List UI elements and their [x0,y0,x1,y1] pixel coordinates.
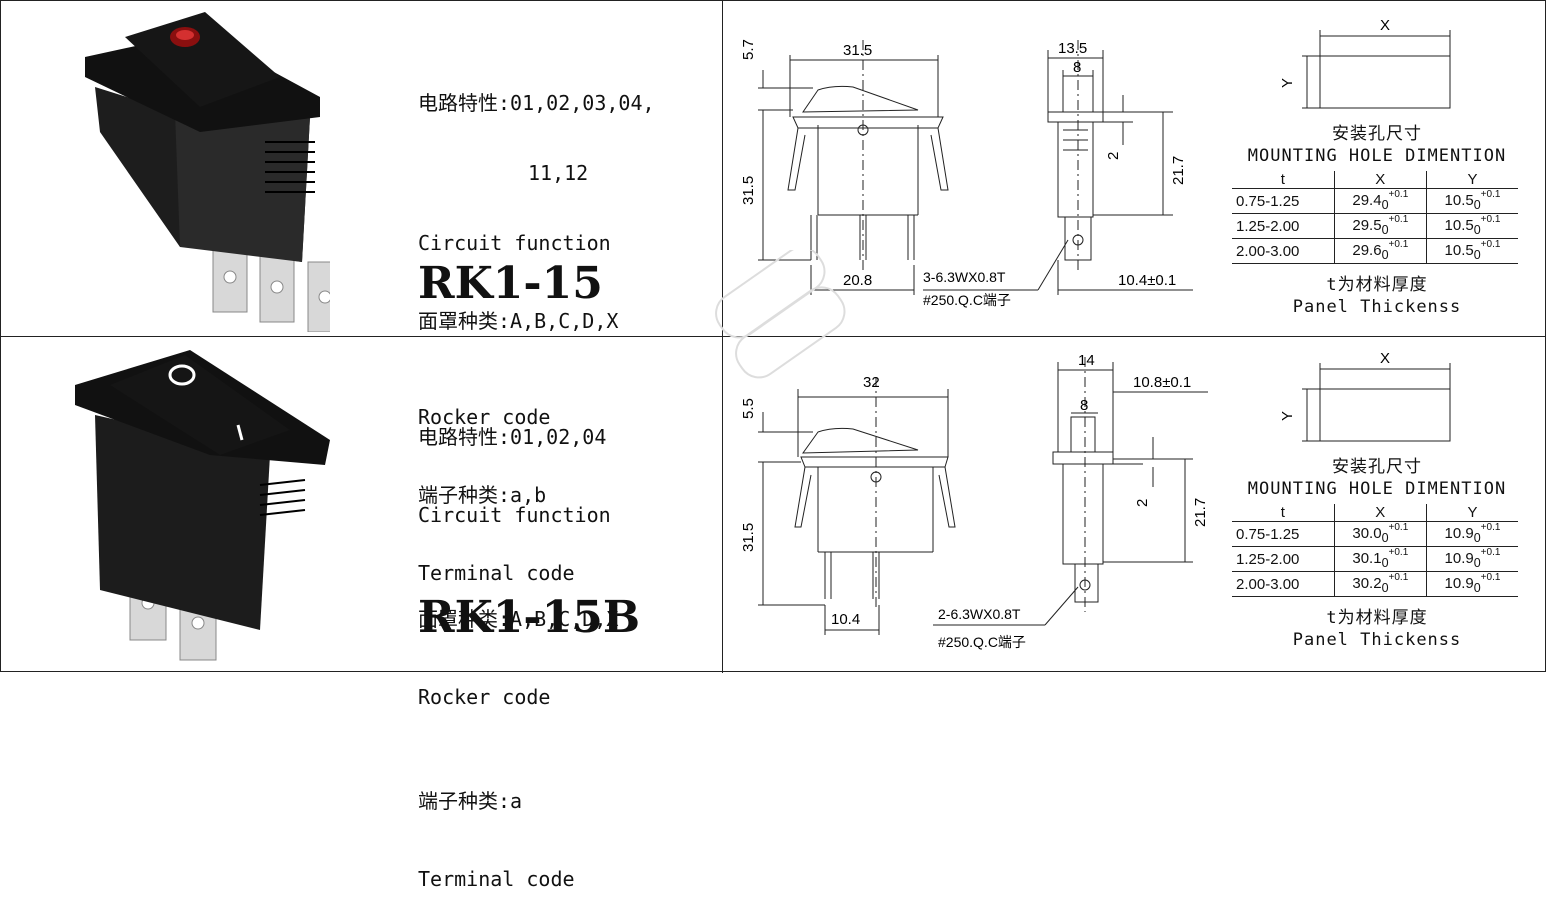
mounting-hole-diagram: X Y [1279,17,1451,109]
dim-top: 5.7 [740,39,757,60]
circuit-label-en: Circuit function [418,503,611,527]
dim-terminal-depth: 10.4±0.1 [1118,272,1176,289]
col-header: Y [1425,171,1518,189]
x-cell: 29.60+0.1 [1333,238,1427,264]
dim-width: 31.5 [843,42,872,59]
thickness-cell: 2.00-3.00 [1232,238,1335,264]
dim-side-inner: 8 [1073,59,1081,76]
circuit-label-continued: 11,12 [528,161,589,185]
hole-x-label: X [1380,350,1390,367]
switch-photo-rk1-15 [85,12,330,332]
x-cell: 30.10+0.1 [1333,546,1427,572]
model-number: RK1-15B [418,592,641,643]
dimension-drawing: 31.5 5.7 31.5 20.8 13.5 8 2 21.7 10.4±0.… [740,39,1193,308]
thickness-note-cn: t为材料厚度 [1326,608,1428,628]
dim-side-height: 21.7 [1170,156,1187,185]
terminal-note-size: 2-6.3WX0.8T [938,606,1021,622]
x-cell: 30.00+0.1 [1333,521,1427,547]
y-cell: 10.90+0.1 [1425,571,1518,597]
y-cell: 10.90+0.1 [1425,546,1518,572]
rocker-label-en: Rocker code [418,405,551,429]
terminal-label: 端子种类:a,b [418,483,547,507]
terminal-label: 端子种类:a [418,789,523,813]
thickness-note-en: Panel Thickenss [1292,630,1462,650]
terminal-label-en: Terminal code [418,867,575,891]
circuit-label-en: Circuit function [418,231,611,255]
rocker-label-en: Rocker code [418,685,551,709]
col-header: t [1232,171,1335,189]
col-header: X [1333,504,1427,522]
thickness-note-cn: t为材料厚度 [1326,275,1428,295]
model-number: RK1-15 [418,258,603,309]
table-row: 1.25-2.00 29.50+0.1 10.50+0.1 [1232,213,1518,239]
mounting-caption-en: MOUNTING HOLE DIMENTION [1247,479,1507,499]
thickness-cell: 0.75-1.25 [1232,188,1335,214]
table-row: 0.75-1.25 30.00+0.1 10.90+0.1 [1232,521,1518,547]
mounting-caption-cn: 安装孔尺寸 [1332,124,1422,144]
terminal-note-type: #250.Q.C端子 [923,292,1011,308]
col-header: Y [1425,504,1518,522]
thickness-cell: 1.25-2.00 [1232,546,1335,572]
table-row: 0.75-1.25 29.40+0.1 10.50+0.1 [1232,188,1518,214]
hole-x-label: X [1380,17,1390,34]
y-cell: 10.50+0.1 [1425,213,1518,239]
dim-width: 32 [863,374,880,391]
x-cell: 30.20+0.1 [1333,571,1427,597]
mounting-caption-en: MOUNTING HOLE DIMENTION [1247,146,1507,166]
circuit-label: 电路特性:01,02,04 [418,425,607,449]
dim-side-height: 21.7 [1192,498,1209,527]
hole-y-label: Y [1279,411,1296,421]
dim-side-width: 14 [1078,352,1095,369]
dim-top: 5.5 [740,398,757,419]
switch-photo-rk1-15b [75,350,330,661]
terminal-note-size: 3-6.3WX0.8T [923,269,1006,285]
thickness-cell: 0.75-1.25 [1232,521,1335,547]
col-header: t [1232,504,1335,522]
dim-side-width: 13.5 [1058,40,1087,57]
terminal-note-type: #250.Q.C端子 [938,634,1026,650]
rocker-label: 面罩种类:A,B,C,D,X [418,607,619,631]
table-row: 1.25-2.00 30.10+0.1 10.90+0.1 [1232,546,1518,572]
thickness-cell: 2.00-3.00 [1232,571,1335,597]
thickness-cell: 1.25-2.00 [1232,213,1335,239]
y-cell: 10.90+0.1 [1425,521,1518,547]
thickness-note-en: Panel Thickenss [1292,297,1462,317]
col-header: X [1333,171,1427,189]
dim-side-inner: 8 [1080,397,1088,414]
dim-pitch: 20.8 [843,272,872,289]
circuit-label: 电路特性:01,02,03,04, [418,91,655,115]
dim-height: 31.5 [740,176,757,205]
spec-text-block: 电路特性:01,02,04 Circuit function 面罩种类:A,B,… [418,372,618,918]
terminal-label-en: Terminal code [418,561,575,585]
column-divider [722,0,723,673]
dim-side-small: 2 [1105,152,1122,160]
x-cell: 29.40+0.1 [1333,188,1427,214]
dimension-drawing: 32 5.5 31.5 10.4 14 8 10.8±0.1 2 21.7 2-… [740,352,1209,650]
mounting-caption-cn: 安装孔尺寸 [1332,457,1422,477]
mounting-hole-diagram: X Y [1279,350,1451,442]
dim-pitch: 10.4 [831,611,860,628]
dim-height: 31.5 [740,523,757,552]
dim-side-small: 2 [1134,499,1151,507]
x-cell: 29.50+0.1 [1333,213,1427,239]
dim-terminal-depth: 10.8±0.1 [1133,374,1191,391]
rocker-label: 面罩种类:A,B,C,D,X [418,309,619,333]
hole-y-label: Y [1279,78,1296,88]
y-cell: 10.50+0.1 [1425,238,1518,264]
table-row: 2.00-3.00 29.60+0.1 10.50+0.1 [1232,238,1518,264]
table-row: 2.00-3.00 30.20+0.1 10.90+0.1 [1232,571,1518,597]
y-cell: 10.50+0.1 [1425,188,1518,214]
spec-text-block: 电路特性:01,02,03,04, 11,12 Circuit function… [418,38,655,612]
watermark-logo [715,250,846,379]
